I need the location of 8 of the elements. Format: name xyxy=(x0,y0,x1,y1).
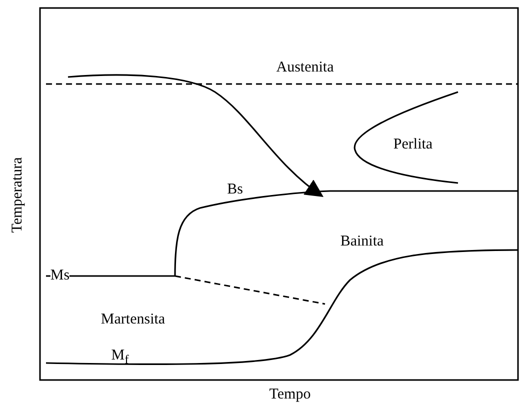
axis-title: Temperatura xyxy=(10,157,26,233)
region-label: Bainita xyxy=(340,234,384,250)
region-label: Austenita xyxy=(276,60,334,76)
region-label: Perlita xyxy=(393,136,433,154)
axis-title: Tempo xyxy=(269,386,311,404)
region-label: Martensita xyxy=(100,312,166,328)
line-label: Bs xyxy=(227,182,243,198)
line-label: M$_{f}$ xyxy=(111,348,129,368)
